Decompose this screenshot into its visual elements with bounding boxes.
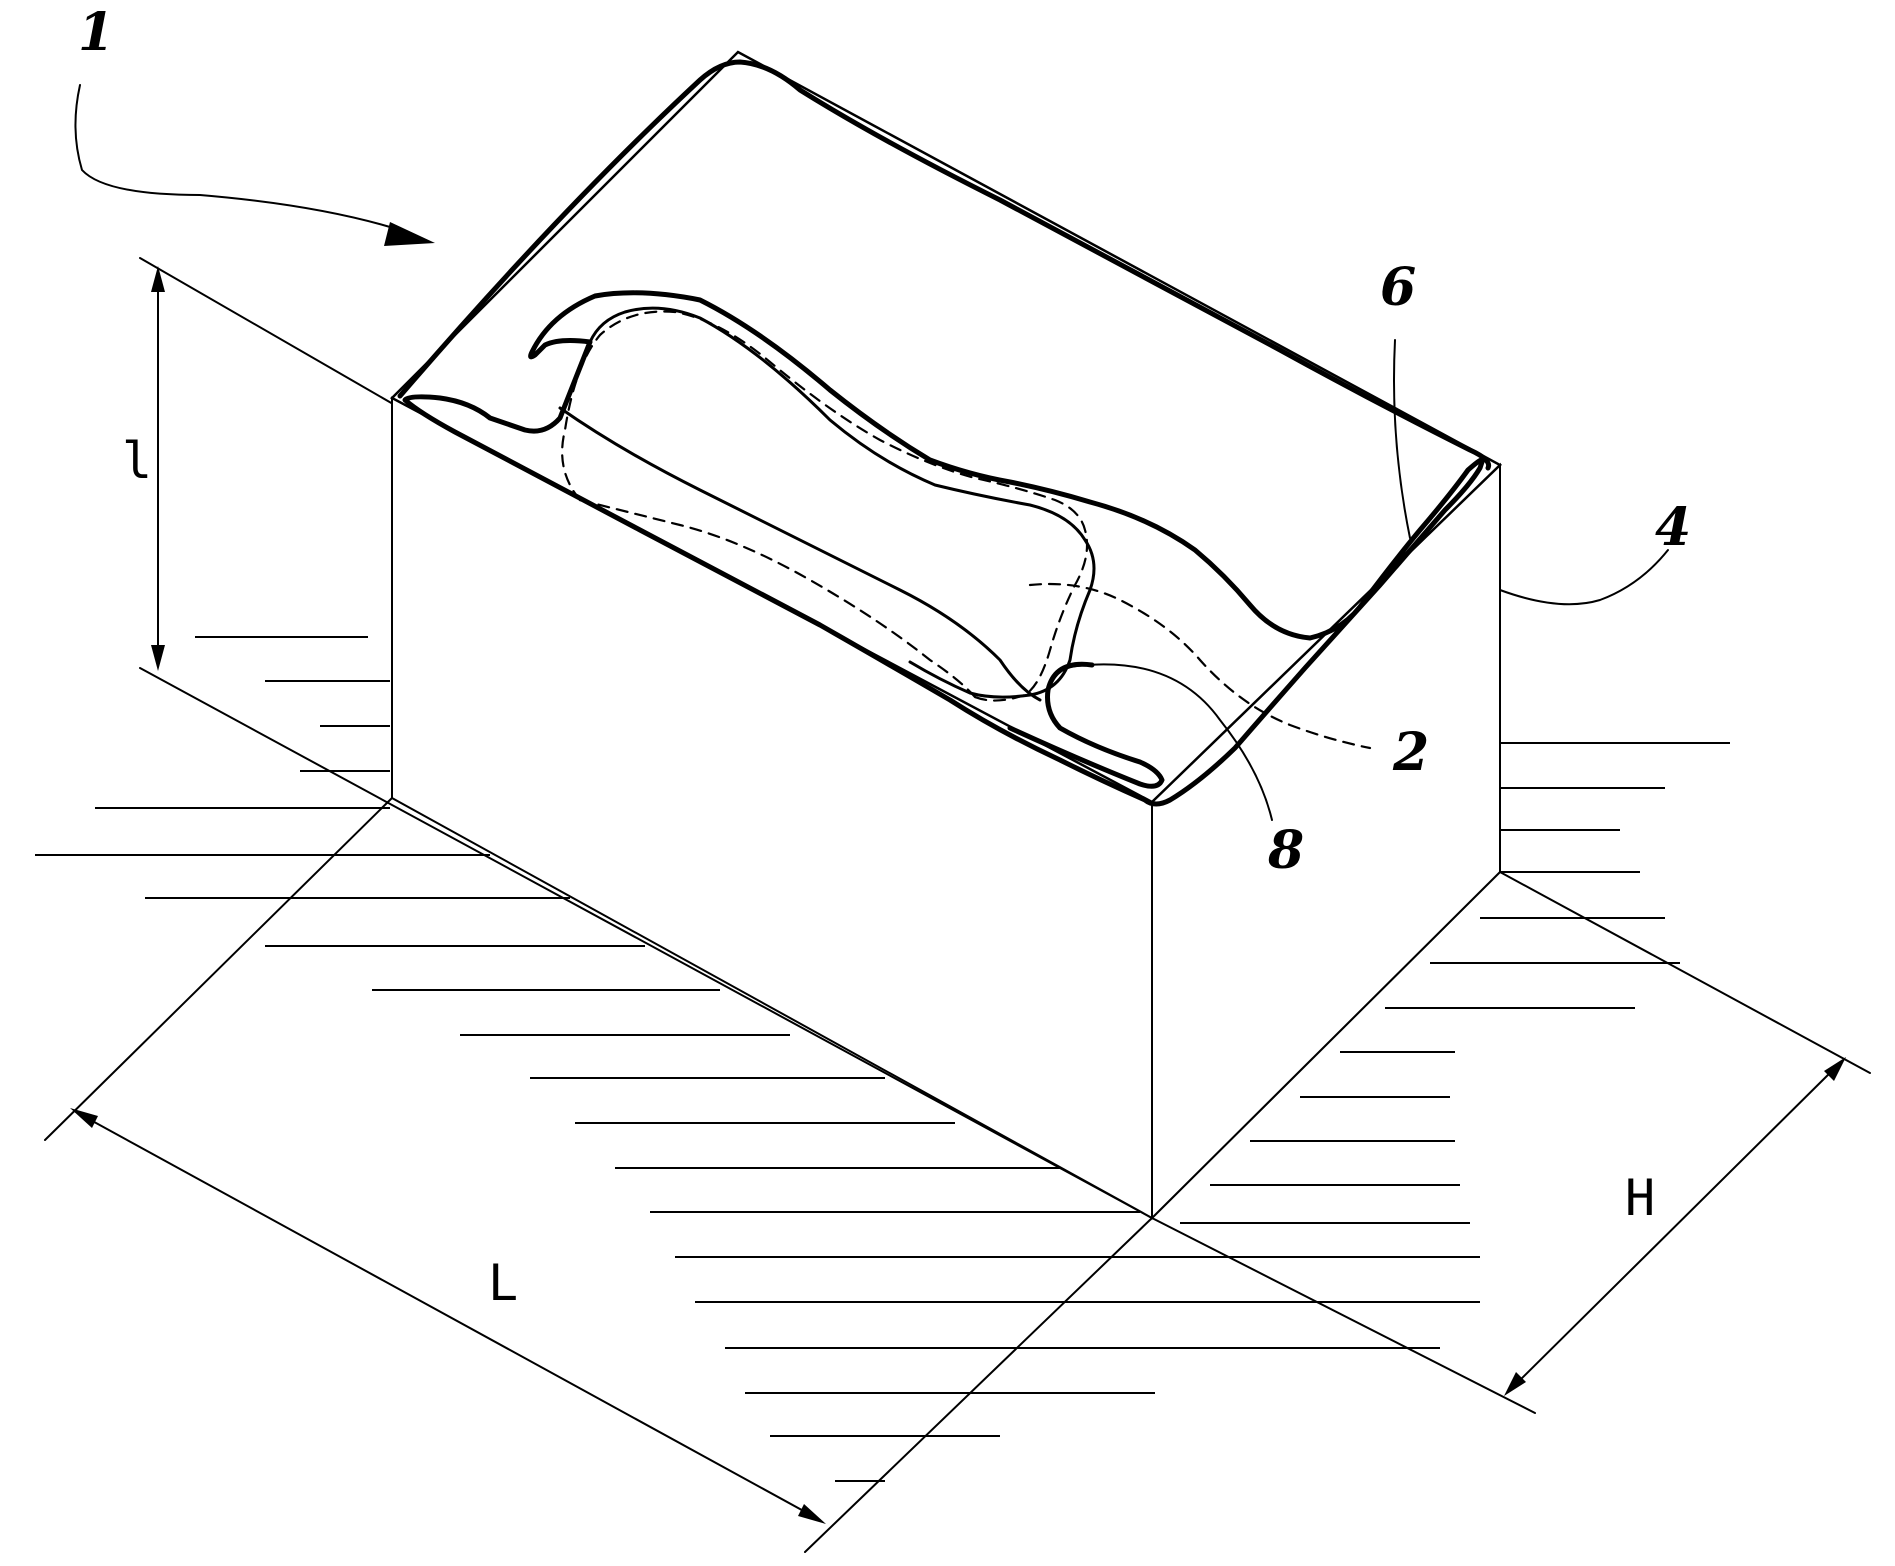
arrowhead-1 (384, 222, 435, 246)
label-ref-8: 8 (1267, 820, 1304, 881)
label-dimension-L: L (488, 1254, 518, 1312)
leader-1 (75, 85, 400, 230)
label-dimension-H: H (1625, 1169, 1655, 1227)
label-ref-4: 4 (1655, 497, 1691, 558)
label-ref-6: 6 (1380, 257, 1416, 318)
label-ref-2: 2 (1392, 722, 1429, 783)
leader-4 (1500, 550, 1668, 604)
label-dimension-l: l (122, 432, 152, 490)
label-ref-1: 1 (78, 2, 114, 63)
